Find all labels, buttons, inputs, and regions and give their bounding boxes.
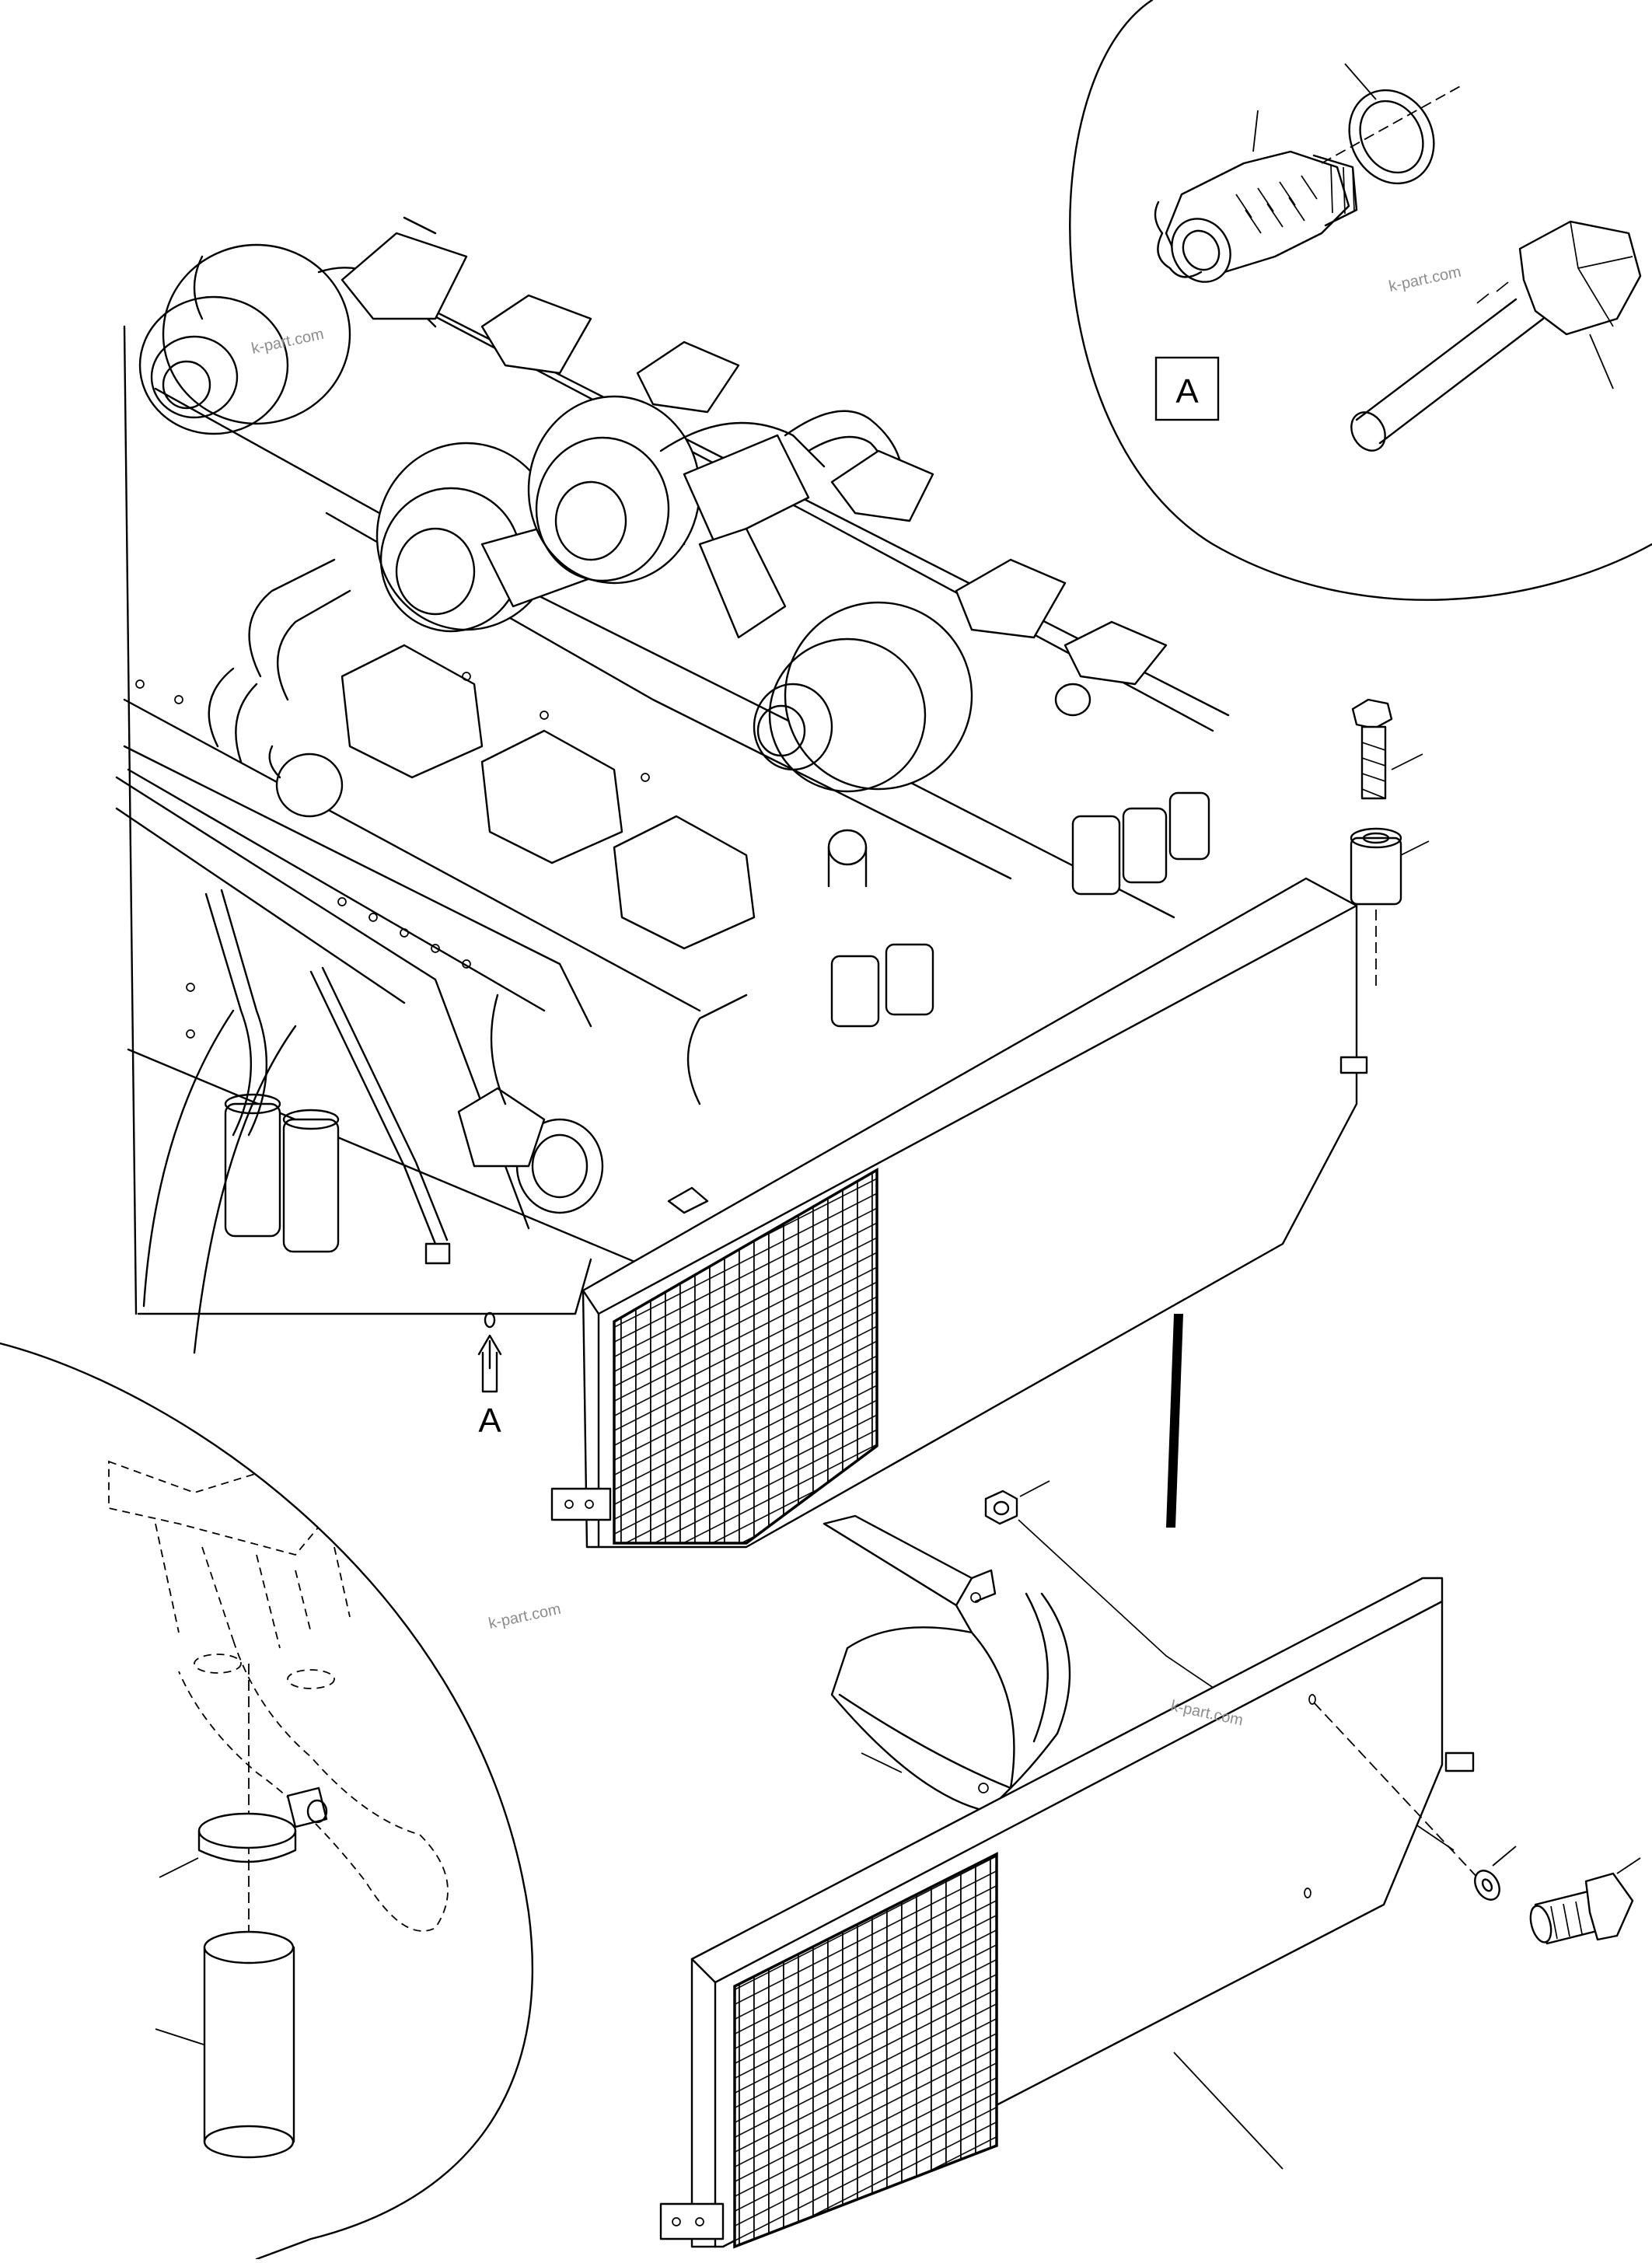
watermark-1: k-part.com [1387,264,1462,295]
detail-circle-clamp [0,1342,534,2261]
detail-circle-a: A [1069,0,1652,601]
hose-with-nut [1350,220,1642,452]
bolt-and-spacer [1350,698,1430,987]
watermark-3: k-part.com [487,1601,562,1633]
detail-a-label: A [1175,372,1199,410]
assembly-arrow [1166,1314,1183,1528]
turbocharger-3 [527,395,826,585]
pipe-stub [203,1930,295,2159]
lower-guard-screen [659,1577,1475,2249]
washer-and-bolt [1313,1702,1641,1945]
view-a-label: A [478,1402,501,1440]
fan-shroud-plate [823,1514,1071,1813]
view-a-arrow [477,1311,502,1393]
upper-guard-screen [550,877,1368,1549]
o-ring [1348,89,1435,185]
engine-assembly: A [115,216,1230,1440]
block-bolts [135,672,650,1039]
fuel-filters [224,683,1210,1253]
rocker-covers [341,232,1168,950]
hose-clamp [197,1786,328,1863]
quick-coupling-fitting [1154,150,1358,283]
turbocharger-4 [698,527,973,793]
detail-a-label-box [1154,356,1220,421]
hex-nut [984,1480,1050,1525]
